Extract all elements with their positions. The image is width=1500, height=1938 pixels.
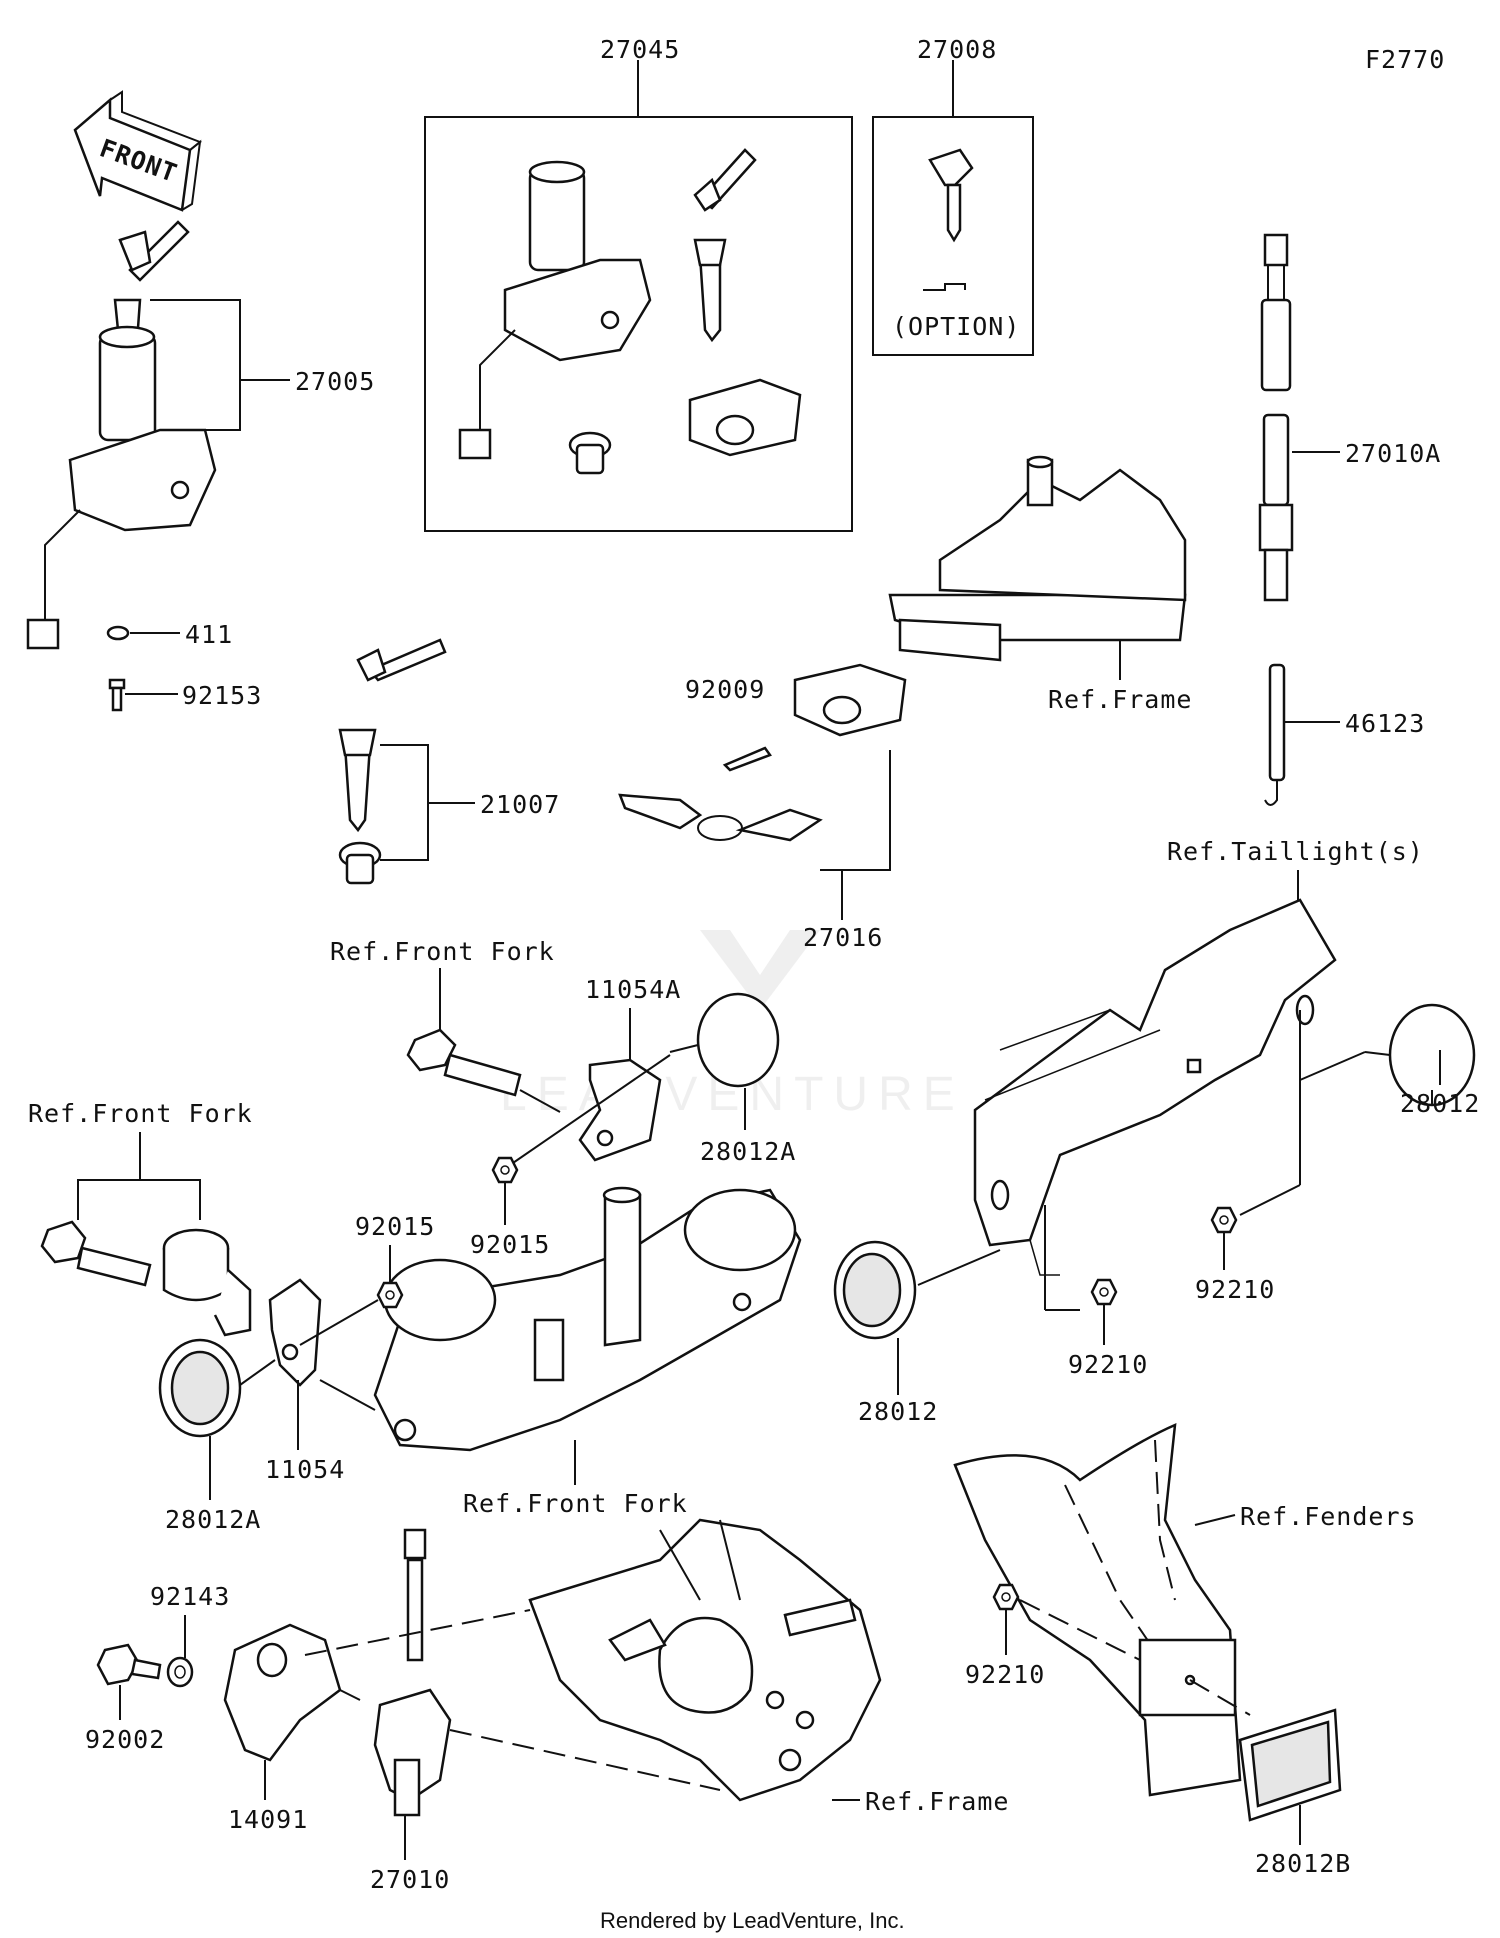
- key-set-21007: [338, 638, 447, 885]
- part-27008: 27008: [917, 35, 997, 64]
- part-28012A-left: 28012A: [165, 1505, 261, 1534]
- spring-46123: [1264, 663, 1286, 806]
- footer-credit: Rendered by LeadVenture, Inc.: [600, 1908, 905, 1933]
- diagram-code: F2770: [1365, 45, 1445, 74]
- ref-frame-top: Ref.Frame: [1048, 685, 1192, 714]
- seat-lock-27016: [618, 663, 907, 842]
- sensor-27010A: [1258, 233, 1294, 602]
- kit-27008: (OPTION): [872, 60, 1034, 356]
- nut-92015-left: [376, 1281, 404, 1309]
- part-92015-left: 92015: [355, 1212, 435, 1241]
- frame-steering-head: [528, 1518, 882, 1802]
- bolt-left: [40, 1220, 152, 1287]
- part-411: 411: [185, 620, 233, 649]
- part-92153: 92153: [182, 681, 262, 710]
- bracket-11054A: [578, 1058, 662, 1162]
- collar-left: [162, 1228, 252, 1337]
- part-92210-right: 92210: [1195, 1275, 1275, 1304]
- part-92009: 92009: [685, 675, 765, 704]
- ref-taillights: Ref.Taillight(s): [1167, 837, 1424, 866]
- ref-fenders: Ref.Fenders: [1240, 1502, 1417, 1531]
- part-92015-mid: 92015: [470, 1230, 550, 1259]
- ref-frame-bottom: Ref.Frame: [865, 1787, 1009, 1816]
- rear-fender: [953, 1423, 1242, 1797]
- part-11054A: 11054A: [585, 975, 681, 1004]
- bracket-11054: [268, 1278, 322, 1387]
- part-92143: 92143: [150, 1582, 230, 1611]
- ignition-switch-27005: [26, 220, 217, 712]
- frame-tail: [888, 455, 1187, 680]
- ref-front-fork-top: Ref.Front Fork: [330, 937, 555, 966]
- nut-92210-right: [1210, 1206, 1238, 1234]
- part-28012B: 28012B: [1255, 1849, 1351, 1878]
- part-46123: 46123: [1345, 709, 1425, 738]
- ref-front-fork-bottom: Ref.Front Fork: [463, 1489, 688, 1518]
- part-27010A: 27010A: [1345, 439, 1441, 468]
- taillight-bracket: [973, 898, 1337, 1276]
- part-11054: 11054: [265, 1455, 345, 1484]
- part-92210-mid: 92210: [1068, 1350, 1148, 1379]
- kit-27045: [424, 60, 853, 532]
- part-28012-mid: 28012: [858, 1397, 938, 1426]
- option-label: (OPTION): [892, 312, 1020, 341]
- part-27045: 27045: [600, 35, 680, 64]
- reflector-28012B: [1238, 1708, 1342, 1822]
- reflector-28012A-left: [158, 1338, 242, 1438]
- reflector-28012-mid: [833, 1240, 917, 1340]
- reflector-28012A-top: [669, 992, 780, 1088]
- part-27005: 27005: [295, 367, 375, 396]
- kit-27045-box: [424, 116, 853, 532]
- nut-92015-mid: [491, 1156, 519, 1184]
- part-28012-right: 28012: [1400, 1089, 1480, 1118]
- part-27010: 27010: [370, 1865, 450, 1894]
- part-21007: 21007: [480, 790, 560, 819]
- nut-92210-low: [992, 1583, 1020, 1611]
- bracket-14091: [223, 1623, 361, 1762]
- part-92210-low: 92210: [965, 1660, 1045, 1689]
- part-92002: 92002: [85, 1725, 165, 1754]
- nut-92210-mid: [1090, 1278, 1118, 1306]
- bolt-center: [406, 1028, 522, 1097]
- front-fork-bracket: [373, 1186, 802, 1452]
- front-arrow-icon: FRONT: [73, 90, 202, 212]
- part-27016: 27016: [803, 923, 883, 952]
- washer-92143: [166, 1656, 194, 1688]
- bolt-92002: [96, 1643, 162, 1686]
- switch-27010: [373, 1528, 452, 1817]
- ref-front-fork-left: Ref.Front Fork: [28, 1099, 253, 1128]
- part-14091: 14091: [228, 1805, 308, 1834]
- part-28012A-top: 28012A: [700, 1137, 796, 1166]
